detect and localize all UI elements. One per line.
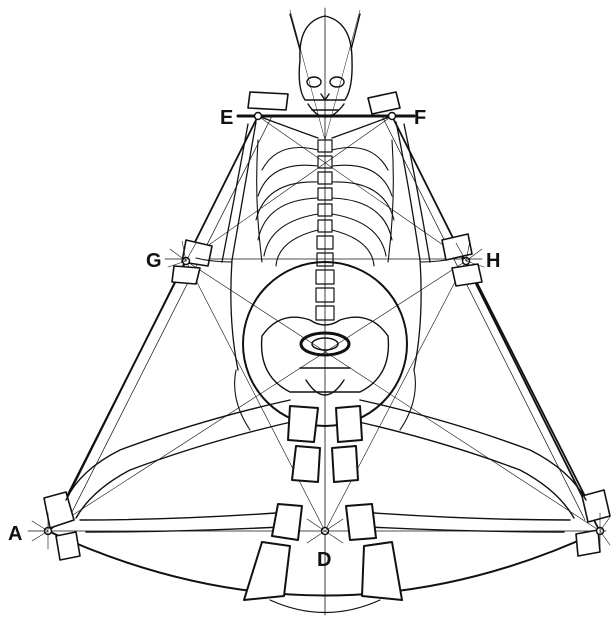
skull-ray-left: [290, 10, 325, 140]
label-d: D: [317, 549, 331, 571]
diagonal-2: [48, 261, 466, 531]
triangle-left-inner: [68, 116, 272, 520]
skull-ray-right: [325, 10, 360, 140]
diagonal-1: [186, 261, 600, 531]
triangle-right-side: [392, 116, 598, 528]
label-h: H: [486, 250, 500, 272]
triangle-right-inner: [382, 116, 585, 520]
line-h-far: [466, 261, 592, 510]
label-f: F: [414, 107, 426, 129]
label-e: E: [220, 107, 233, 129]
legs: [66, 400, 586, 532]
label-g: G: [146, 250, 162, 272]
label-a: A: [8, 523, 22, 545]
line-g-a: [60, 261, 186, 510]
